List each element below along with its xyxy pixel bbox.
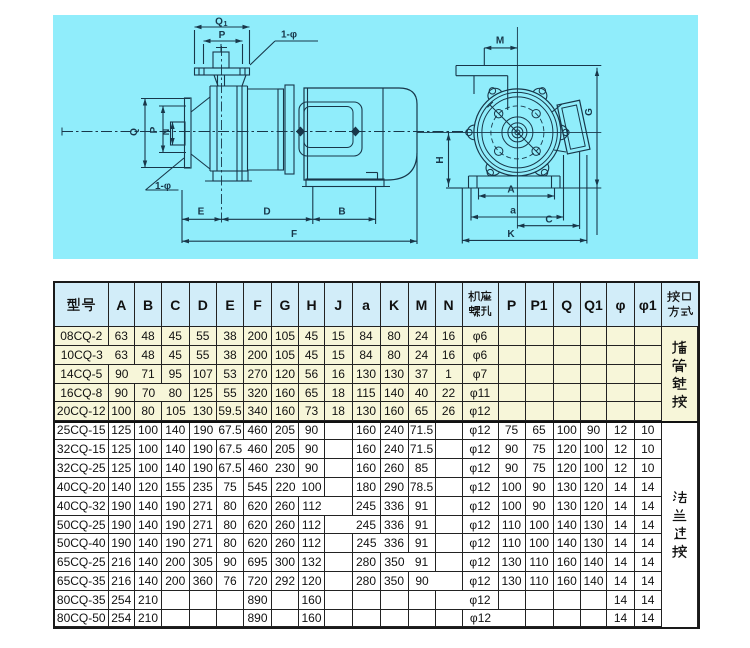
svg-text:D: D xyxy=(263,207,270,218)
svg-text:G: G xyxy=(584,108,595,116)
svg-text:N: N xyxy=(161,129,171,136)
svg-text:F: F xyxy=(291,229,297,240)
svg-text:A: A xyxy=(507,185,514,196)
svg-text:1-φ: 1-φ xyxy=(281,30,297,41)
svg-text:P: P xyxy=(219,30,226,41)
svg-text:1-φ: 1-φ xyxy=(155,181,171,192)
svg-text:P: P xyxy=(149,126,160,133)
svg-text:K: K xyxy=(507,229,515,240)
svg-text:C: C xyxy=(545,215,552,226)
svg-text:H: H xyxy=(435,156,446,163)
svg-text:a: a xyxy=(510,205,516,217)
svg-text:E: E xyxy=(198,207,205,218)
svg-text:B: B xyxy=(338,207,345,218)
svg-text:M: M xyxy=(496,36,504,47)
svg-text:Q: Q xyxy=(129,128,140,136)
svg-text:1: 1 xyxy=(223,19,227,28)
svg-text:Q: Q xyxy=(215,17,223,28)
